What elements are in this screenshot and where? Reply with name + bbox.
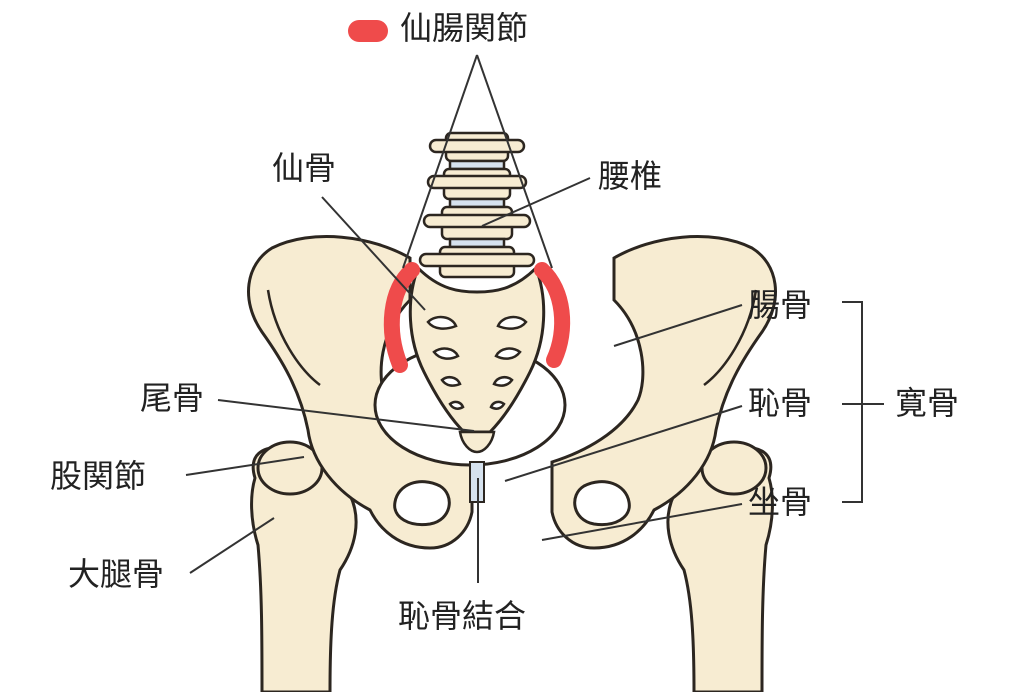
label-pubic-symphysis: 恥骨結合	[398, 597, 527, 635]
right-hip-bone	[550, 235, 777, 550]
leader-ilium	[613, 304, 743, 347]
label-femur: 大腿骨	[68, 555, 165, 593]
legend-label: 仙腸関節	[400, 9, 529, 47]
hip-bone-bracket	[842, 301, 863, 503]
legend-swatch	[348, 20, 388, 42]
label-lumbar: 腰椎	[598, 157, 663, 195]
leader-hip-joint	[185, 456, 305, 476]
leader-femur	[189, 517, 275, 574]
leader-lines	[185, 54, 884, 583]
label-pubis: 恥骨	[748, 384, 813, 422]
leader-si-right	[476, 54, 553, 269]
left-sacroiliac-joint	[383, 262, 420, 373]
leader-sacrum	[321, 196, 426, 311]
label-ischium: 坐骨	[748, 483, 813, 521]
left-femur	[250, 440, 358, 692]
coccyx-shape	[458, 430, 496, 454]
leader-pubis	[504, 405, 743, 482]
leader-lumbar	[481, 177, 591, 227]
lumbar-vertebrae	[418, 131, 536, 279]
leader-coccyx	[217, 399, 475, 432]
label-coccyx: 尾骨	[140, 379, 205, 417]
right-sacroiliac-joint	[534, 262, 571, 368]
label-sacrum: 仙骨	[272, 149, 337, 187]
label-hip-bone: 寛骨	[895, 384, 960, 422]
leader-ischium	[541, 503, 743, 541]
sacrum-shape	[408, 265, 546, 434]
leader-si-left	[402, 54, 478, 269]
label-ilium: 腸骨	[748, 286, 813, 324]
sacral-foramina	[426, 315, 528, 410]
label-hip-joint: 股関節	[50, 457, 147, 495]
